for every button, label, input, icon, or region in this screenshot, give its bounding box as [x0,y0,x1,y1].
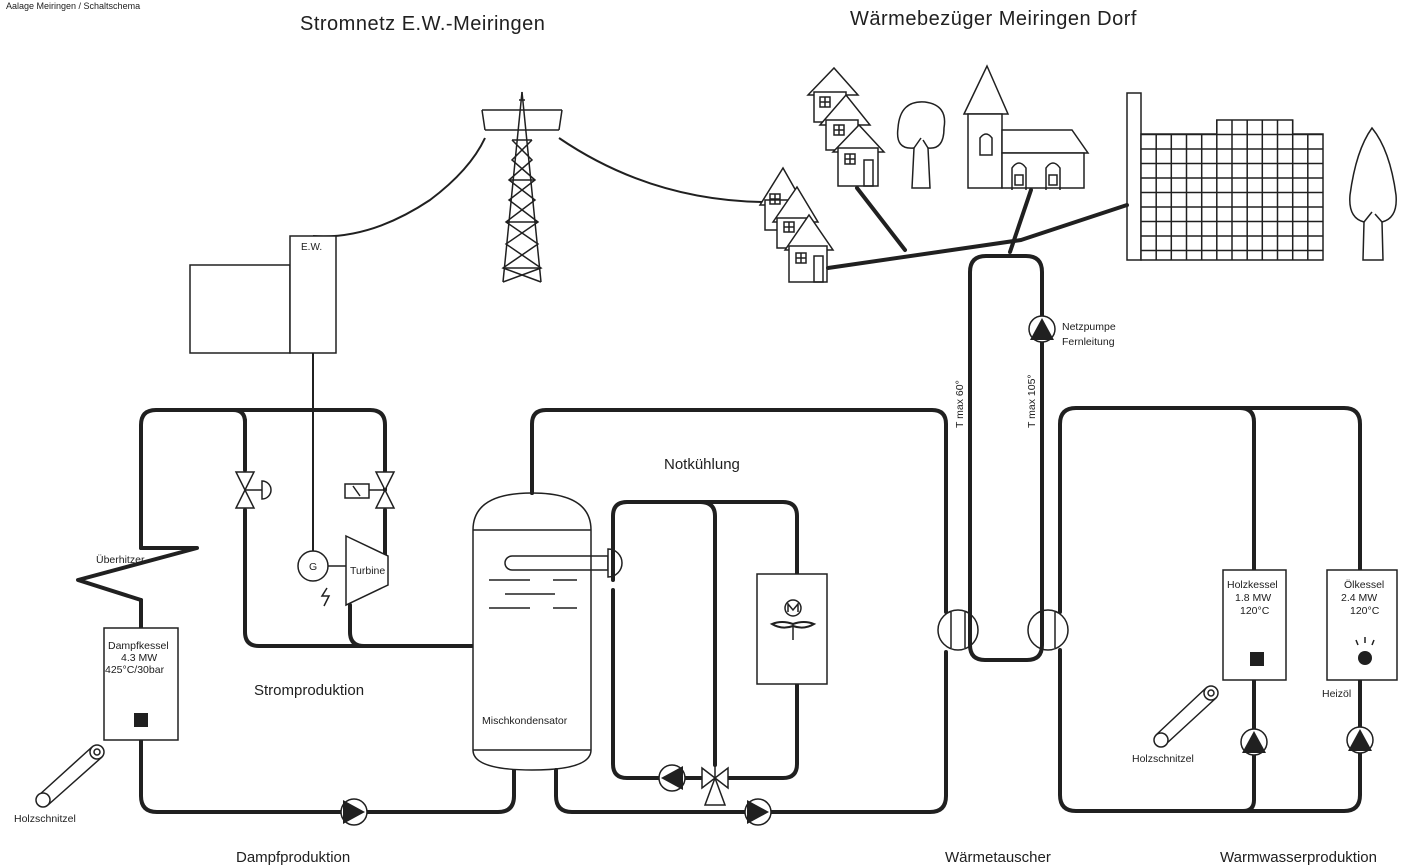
cooling-pump-icon [658,764,686,792]
dampfkessel-spec: 425°C/30bar [105,664,165,676]
condenser-loop [530,408,948,614]
holzschnitzel-left-label: Holzschnitzel [14,813,76,825]
wood-chip-conveyor-right-icon [1153,685,1219,748]
district-heating-feeders [826,186,1129,270]
mischkondensator-vessel [472,483,623,771]
warmwasserproduktion-label: Warmwasserproduktion [1220,849,1377,866]
dampfproduktion-label: Dampfproduktion [236,849,350,866]
ew-label: E.W. [301,242,322,253]
ueberhitzer-label: Überhitzer [96,554,145,566]
waermetauscher-label: Wärmetauscher [945,849,1051,866]
dampfkessel-boiler: Dampfkessel 4.3 MW 425°C/30bar [103,627,179,741]
title-stromnetz: Stromnetz E.W.-Meiringen [300,13,545,35]
oelkessel-power: 2.4 MW [1341,592,1377,604]
holzkessel-spec: 120°C [1240,605,1270,617]
transmission-pylon-icon [481,91,563,283]
feed-pump-icon [340,798,368,826]
stromproduktion-label: Stromproduktion [254,682,364,699]
t-max-60-label: T max 60° [954,380,966,428]
mischkondensator-label: Mischkondensator [482,715,568,727]
holzkessel-pump-icon [1240,728,1268,756]
t-max-105-label: T max 105° [1026,374,1038,428]
generator-label: G [309,561,317,573]
fernleitung-label: Fernleitung [1062,336,1115,348]
turbine-label: Turbine [350,565,385,577]
three-way-valve-icon [701,765,729,806]
oelkessel-pump-icon [1346,726,1374,754]
church-icon [962,64,1090,190]
netzpumpe-icon [1028,315,1056,343]
holzschnitzel-right-label: Holzschnitzel [1132,753,1194,765]
heat-exchanger-right-icon [1027,609,1069,651]
houses-upper-icon [806,66,886,187]
houses-lower-icon [758,166,835,283]
apartment-block-icon [1126,92,1324,261]
oelkessel-spec: 120°C [1350,605,1380,617]
title-waermebezueger: Wärmebezüger Meiringen Dorf [850,8,1137,30]
ew-substation: E.W. [189,235,337,354]
hot-water-loop [1058,406,1362,813]
oelkessel-boiler: Ölkessel 2.4 MW 120°C [1326,569,1398,681]
holzkessel-boiler: Holzkessel 1.8 MW 120°C [1222,569,1287,681]
oelkessel-name: Ölkessel [1344,579,1384,591]
notkuehlung-label: Notkühlung [664,456,740,473]
power-cable-left [312,137,486,238]
holzkessel-power: 1.8 MW [1235,592,1271,604]
dampfkessel-power: 4.3 MW [121,652,157,664]
power-cable-right [558,137,763,203]
netzpumpe-label: Netzpumpe [1062,321,1116,333]
tree-icon-1 [896,101,946,189]
wood-chip-conveyor-left-icon [35,744,105,808]
emergency-cooling-loop [611,500,799,780]
steam-loop [139,408,527,814]
control-valve-left-icon [234,471,272,509]
holzkessel-name: Holzkessel [1227,579,1278,591]
control-valve-right-icon [344,471,396,509]
circulation-pump-icon [744,798,772,826]
top-caption: Aalage Meiringen / Schaltschema [6,1,140,11]
ueberhitzer-coil [76,546,199,602]
heizoel-label: Heizöl [1322,688,1351,700]
generator-icon: G [297,550,346,607]
district-heating-loop [968,254,1044,632]
cooling-fan-unit [756,573,828,685]
turbine-icon: Turbine [345,534,389,607]
tree-icon-2 [1349,126,1397,261]
dampfkessel-name: Dampfkessel [108,640,169,652]
